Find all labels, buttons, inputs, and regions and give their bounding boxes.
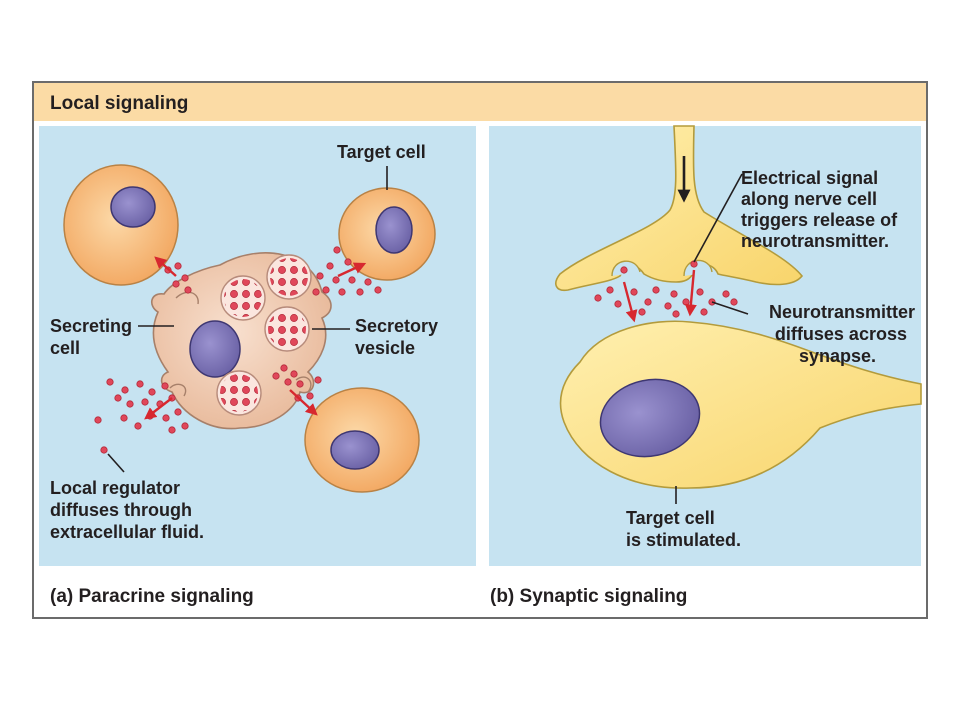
paracrine-caption: (a) Paracrine signaling — [50, 586, 254, 607]
secretory-vesicle — [220, 275, 266, 321]
nucleus — [189, 320, 241, 378]
local-regulator-label: Local regulator diffuses through extrace… — [50, 478, 204, 542]
diffusion-arrow — [144, 397, 173, 420]
target-stimulated-label: Target cell is stimulated. — [626, 508, 741, 550]
paracrine-diagram: Target cell Secreting cell Secretory ves… — [50, 142, 443, 542]
electrical-signal-label: Electrical signal along nerve cell trigg… — [741, 168, 902, 251]
diffusion-arrow — [337, 262, 367, 278]
secretory-vesicle-label: Secretory vesicle — [355, 316, 443, 358]
neurotransmitter-molecules — [594, 286, 738, 318]
signal-molecules — [94, 246, 382, 454]
header-band — [34, 83, 926, 121]
target-cell-lower-right — [304, 387, 420, 493]
secreting-cell-label: Secreting cell — [50, 316, 137, 358]
secretory-vesicle — [264, 306, 310, 352]
panel-title: Local signaling — [50, 93, 188, 114]
nucleus — [599, 378, 701, 458]
nerve-cell-terminal — [555, 125, 804, 292]
target-cell-upper-right — [338, 187, 436, 281]
target-cell-label: Target cell — [337, 142, 426, 162]
leader-line — [107, 453, 125, 473]
diffusion-arrow — [684, 269, 697, 317]
synaptic-caption: (b) Synaptic signaling — [490, 586, 687, 607]
target-cell-upper-left — [63, 164, 179, 286]
leader-line — [693, 173, 743, 263]
leader-line — [711, 301, 749, 315]
diffusion-arrow — [622, 281, 638, 323]
diffusion-arrow — [289, 389, 318, 416]
synaptic-diagram: Electrical signal along nerve cell trigg… — [555, 125, 922, 550]
nucleus — [375, 206, 413, 254]
secretory-vesicle — [216, 370, 262, 416]
nucleus — [110, 186, 156, 228]
diffusion-arrow — [154, 256, 177, 277]
nucleus — [330, 430, 380, 470]
neurotransmitter-label: Neurotransmitter diffuses across synapse… — [769, 302, 920, 366]
secretory-vesicle — [266, 254, 312, 300]
